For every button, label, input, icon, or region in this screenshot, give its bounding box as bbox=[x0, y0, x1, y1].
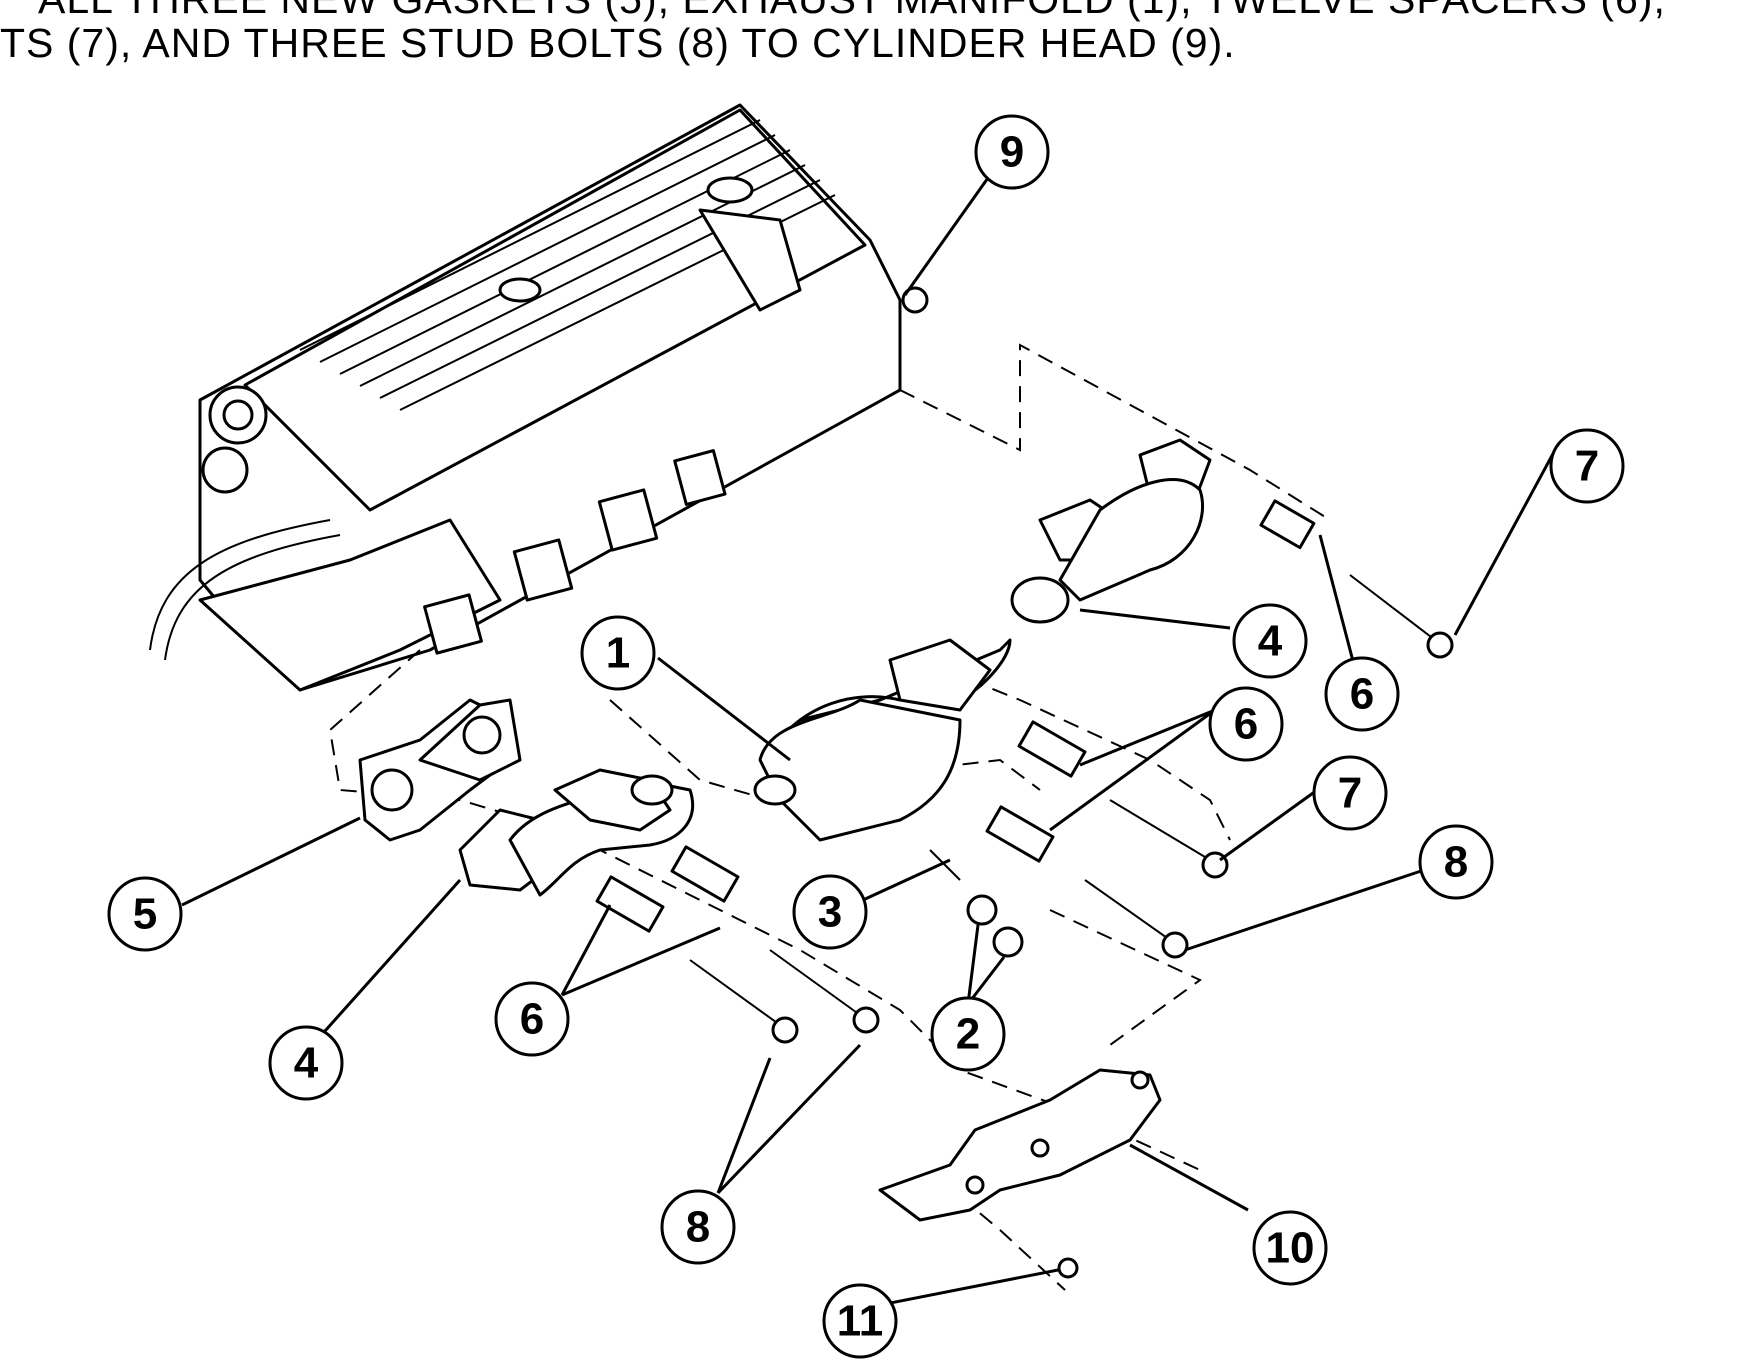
svg-text:4: 4 bbox=[1258, 617, 1283, 666]
svg-text:3: 3 bbox=[818, 888, 842, 937]
instruction-line-1: ALL THREE NEW GASKETS (5), EXHAUST MANIF… bbox=[38, 0, 1756, 23]
callout-4-right: 4 bbox=[1232, 603, 1308, 679]
svg-text:9: 9 bbox=[1000, 128, 1024, 177]
clip bbox=[1057, 1257, 1079, 1279]
callout-6-right: 6 bbox=[1324, 656, 1400, 732]
svg-text:8: 8 bbox=[1444, 838, 1468, 887]
callout-7-top: 7 bbox=[1549, 428, 1625, 504]
callout-7-center: 7 bbox=[1312, 755, 1388, 831]
callout-8-bottom: 8 bbox=[660, 1189, 736, 1265]
manifold-pipe-left bbox=[458, 768, 695, 897]
callout-8-right: 8 bbox=[1418, 824, 1494, 900]
svg-text:4: 4 bbox=[294, 1039, 319, 1088]
callout-5: 5 bbox=[107, 876, 183, 952]
callout-9: 9 bbox=[974, 114, 1050, 190]
nuts bbox=[966, 894, 1024, 958]
callout-10: 10 bbox=[1252, 1210, 1328, 1286]
svg-text:8: 8 bbox=[686, 1203, 710, 1252]
svg-text:6: 6 bbox=[520, 995, 544, 1044]
gasket bbox=[358, 698, 522, 842]
bolts-and-studs bbox=[689, 574, 1454, 1044]
heat-shield bbox=[878, 1068, 1162, 1222]
callout-6-center: 6 bbox=[1208, 686, 1284, 762]
cylinder-head bbox=[149, 103, 929, 692]
instruction-line-2: TS (7), AND THREE STUD BOLTS (8) TO CYLI… bbox=[0, 20, 1236, 66]
svg-text:7: 7 bbox=[1575, 442, 1599, 491]
callout-2: 2 bbox=[930, 996, 1006, 1072]
svg-text:6: 6 bbox=[1350, 670, 1374, 719]
svg-text:10: 10 bbox=[1266, 1224, 1315, 1273]
svg-text:6: 6 bbox=[1234, 700, 1258, 749]
callout-11: 11 bbox=[822, 1283, 898, 1359]
leader-lines bbox=[181, 167, 1557, 1307]
exhaust-manifold bbox=[753, 638, 1012, 842]
svg-text:7: 7 bbox=[1338, 769, 1362, 818]
alignment-lines bbox=[328, 343, 1331, 1291]
svg-text:11: 11 bbox=[837, 1297, 884, 1346]
svg-text:2: 2 bbox=[956, 1010, 980, 1059]
callout-6-left: 6 bbox=[494, 981, 570, 1057]
spacers bbox=[595, 499, 1316, 933]
svg-text:5: 5 bbox=[133, 890, 157, 939]
callout-3: 3 bbox=[792, 874, 868, 950]
svg-text:1: 1 bbox=[606, 629, 630, 678]
manifold-pipe-right bbox=[1010, 438, 1212, 624]
callout-1: 1 bbox=[580, 615, 656, 691]
callout-4-left: 4 bbox=[268, 1025, 344, 1101]
